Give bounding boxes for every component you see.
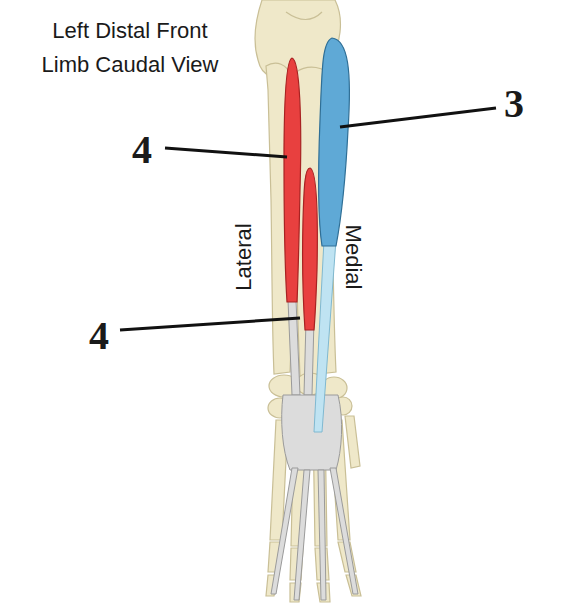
- figure-title: Left Distal Front Limb Caudal View: [30, 14, 230, 82]
- callout-number: 4: [89, 316, 109, 356]
- callout-number: 4: [132, 130, 152, 170]
- direction-label: Medial: [341, 225, 365, 290]
- direction-label: Lateral: [232, 223, 256, 290]
- callout-number: 3: [504, 84, 524, 124]
